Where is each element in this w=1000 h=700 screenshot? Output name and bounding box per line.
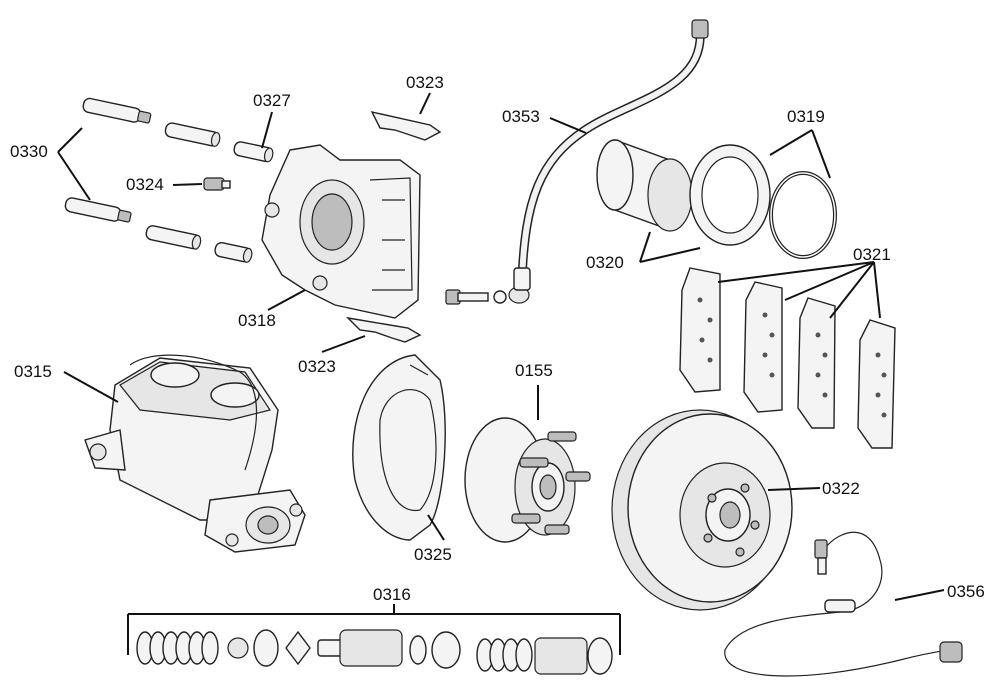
abs-sensor <box>724 531 963 677</box>
piston-seal-ring <box>769 171 837 259</box>
part-labels: 0330 0327 0323 0353 0319 0324 0320 0321 … <box>10 73 985 604</box>
label-0322: 0322 <box>822 479 860 498</box>
brake-hose <box>513 19 709 291</box>
label-0356: 0356 <box>947 582 985 601</box>
label-0324: 0324 <box>126 175 164 194</box>
brake-caliper <box>261 144 421 319</box>
label-0319: 0319 <box>787 107 825 126</box>
label-0327: 0327 <box>253 91 291 110</box>
label-0155: 0155 <box>515 361 553 380</box>
dust-shield <box>352 354 446 541</box>
brake-pads <box>679 267 896 449</box>
label-0321: 0321 <box>853 245 891 264</box>
label-0353: 0353 <box>502 107 540 126</box>
caliper-pins-and-bushings <box>64 97 274 263</box>
label-0318: 0318 <box>238 311 276 330</box>
label-0320: 0320 <box>586 253 624 272</box>
piston-boot <box>689 144 771 246</box>
leader-lines <box>57 92 945 655</box>
brake-rotor <box>611 409 793 611</box>
bleeder-screw <box>203 177 231 191</box>
label-0315: 0315 <box>14 362 52 381</box>
label-0323-top: 0323 <box>406 73 444 92</box>
caliper-piston <box>596 139 693 232</box>
label-0316: 0316 <box>373 585 411 604</box>
anti-rattle-clip-top <box>370 110 442 141</box>
repair-kit-parts <box>136 629 613 675</box>
label-0330: 0330 <box>10 142 48 161</box>
label-0323-bottom: 0323 <box>298 357 336 376</box>
master-cylinder <box>84 354 306 553</box>
label-0325: 0325 <box>414 545 452 564</box>
anti-rattle-clip-bottom <box>345 316 422 343</box>
wheel-hub <box>464 417 591 543</box>
